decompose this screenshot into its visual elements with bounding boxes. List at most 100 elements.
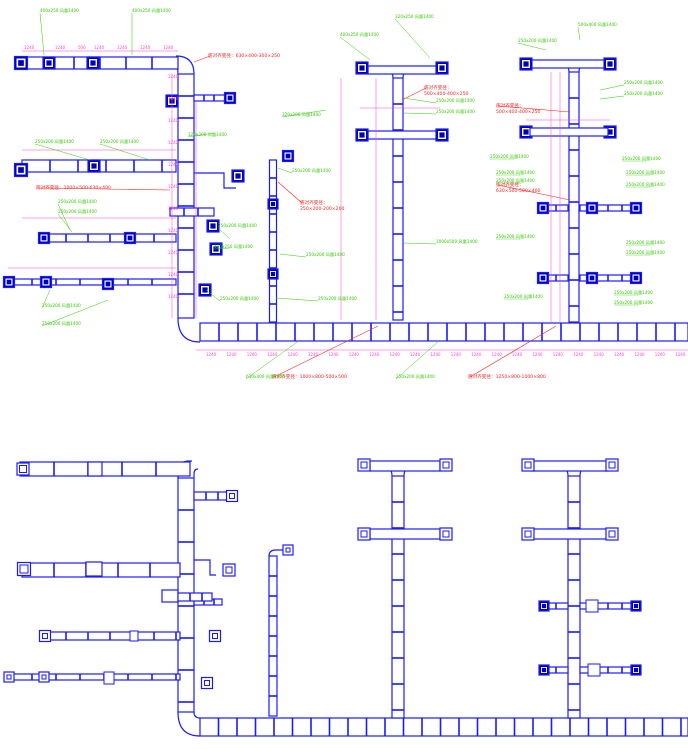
diffuser-core (6, 279, 12, 285)
dimension-text: 1240 (94, 45, 105, 50)
dimension-text: 1240 (430, 352, 441, 357)
diffuser-inner (7, 675, 11, 679)
duct-size-tag: 250x200 风量1400 (624, 90, 663, 97)
duct-segment (546, 275, 568, 281)
reducer-note: 底对齐变径：630×400-300×250 (208, 52, 280, 59)
tag-leader (35, 144, 90, 160)
dimension-text: 1240 (471, 352, 482, 357)
diffuser-core (271, 272, 276, 277)
diffuser-core (523, 129, 529, 135)
tag-leader (340, 37, 370, 60)
diffuser-core (90, 60, 96, 66)
dimension-text: 1240 (117, 45, 128, 50)
reducer-note: 底对齐变径： (496, 102, 524, 109)
diffuser-core (542, 668, 547, 673)
duct-branch (194, 560, 216, 575)
dimension-text: 1240 (634, 352, 645, 357)
dimension-text: 1240 (168, 272, 179, 277)
tag-leader (518, 43, 546, 50)
diffuser-core (210, 223, 216, 229)
dimension-text: 1240 (512, 352, 523, 357)
diffuser-inner (609, 462, 615, 468)
reducer-note: 500×400-400×250 (424, 91, 469, 97)
diffuser-inner (361, 462, 367, 468)
duct-size-tag: 400x250 风量1400 (214, 243, 253, 250)
dimension-text: 1240 (369, 352, 380, 357)
diffuser-core (202, 287, 208, 293)
dimension-text: 1240 (492, 352, 503, 357)
diffuser-inner (525, 531, 531, 537)
reducer-note: 底对齐变径：1000×500-630×400 (36, 184, 111, 191)
dimension-text: 1240 (328, 352, 339, 357)
dimension-text: 1240 (163, 45, 174, 50)
dimension-text: 1240 (168, 140, 179, 145)
diffuser-inner (443, 462, 449, 468)
duct-elbow (194, 469, 198, 478)
tag-leader (40, 13, 44, 55)
diffuser-inner (286, 548, 290, 552)
duct-size-tag: 1000x500 风量1400 (436, 238, 478, 245)
duct-size-tag: 400x250 风量1400 (132, 7, 171, 14)
dimension-text: 1240 (168, 118, 179, 123)
duct-fitting (130, 631, 138, 641)
dimension-text: 1240 (168, 74, 179, 79)
reducer-note: 底对齐变径：1250×800-1000×800 (468, 373, 546, 380)
diffuser-core (634, 668, 639, 673)
duct-elbow (176, 56, 194, 74)
dimension-text: 1240 (168, 294, 179, 299)
duct-segment (200, 323, 688, 341)
duct-size-tag: 250x200 风量1400 (624, 79, 663, 86)
duct-size-tag: 250x200 风量1400 (58, 208, 97, 215)
dimension-text: 1240 (168, 184, 179, 189)
tag-leader (600, 85, 624, 90)
dimension-text: 1240 (410, 352, 421, 357)
diffuser-core (18, 167, 25, 174)
duct-size-tag: 250x200 风量1400 (318, 295, 357, 302)
duct-fitting (88, 462, 102, 476)
duct-fitting (586, 600, 598, 612)
duct-segment (368, 66, 438, 74)
dimension-text: 1240 (390, 352, 401, 357)
dimension-text: 1240 (168, 228, 179, 233)
dimension-text: 1240 (349, 352, 360, 357)
dimension-text: 1240 (594, 352, 605, 357)
diffuser-core (43, 279, 49, 285)
duct-segment (530, 60, 608, 68)
duct-fitting (104, 672, 114, 684)
tag-leader (278, 168, 292, 173)
diffuser-inner (20, 565, 28, 573)
duct-size-tag: 630x400 风量1400 (246, 373, 285, 380)
diffuser-inner (443, 531, 449, 537)
reducer-note: 500×400-400×250 (496, 109, 541, 115)
diffuser-core (359, 132, 365, 138)
duct-size-tag: 250x200 风量1400 (42, 302, 81, 309)
tag-leader (58, 204, 70, 230)
note-leader (278, 182, 302, 203)
diffuser-core (46, 60, 52, 66)
diffuser-core (127, 235, 133, 241)
dimension-text: 1240 (553, 352, 564, 357)
duct-fitting (86, 562, 102, 576)
tag-leader (58, 214, 72, 232)
duct-segment (8, 674, 180, 680)
diffuser-core (285, 153, 291, 159)
diffuser-core (91, 163, 97, 169)
tag-leader (100, 144, 150, 160)
diffuser-inner (42, 675, 46, 679)
duct-size-tag: 250x200 风量1400 (396, 373, 435, 380)
duct-segment (194, 492, 228, 500)
duct-size-tag: 250x200 风量1400 (436, 97, 475, 104)
reducer-note: 底对齐变径： (424, 84, 452, 91)
duct-segment (8, 279, 176, 285)
dimension-text: 1240 (532, 352, 543, 357)
duct-segment (270, 160, 277, 322)
duct-segment (194, 95, 226, 101)
duct-segment (532, 461, 608, 471)
tag-leader (404, 243, 436, 244)
dimension-text: 1240 (55, 45, 66, 50)
diffuser-inner (20, 466, 27, 473)
duct-elbow (178, 712, 200, 736)
reducer-note: 630×500-500×400 (496, 188, 541, 194)
